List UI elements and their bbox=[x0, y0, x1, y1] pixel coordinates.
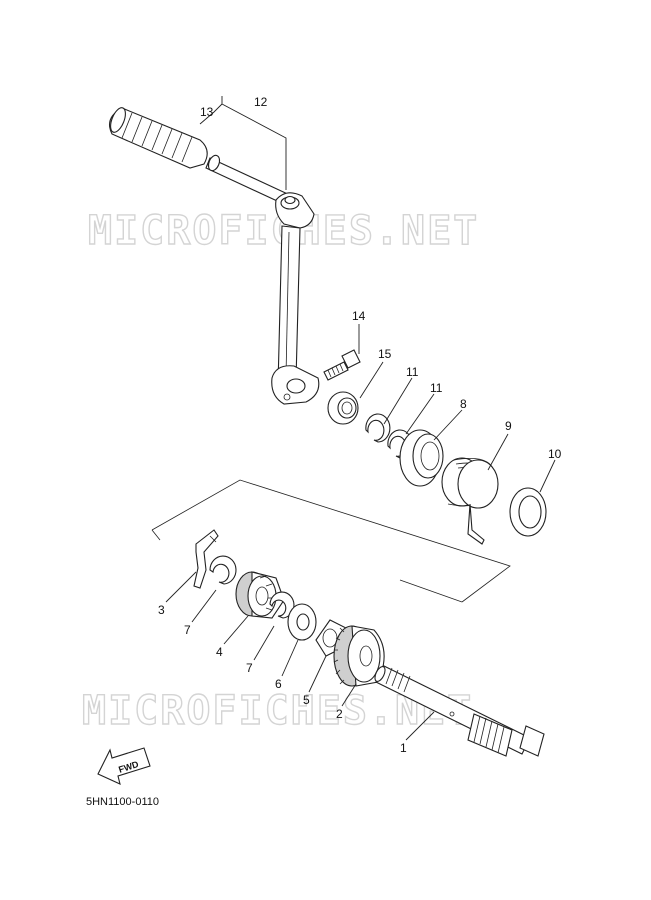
callout-7-right: 7 bbox=[246, 661, 253, 675]
circlip-upper bbox=[365, 413, 391, 443]
callout-13: 13 bbox=[200, 105, 214, 119]
kick-lever bbox=[109, 107, 320, 405]
diagram-code: 5HN1100-0110 bbox=[86, 796, 159, 808]
callout-14: 14 bbox=[352, 309, 366, 323]
kick-gear bbox=[333, 625, 385, 687]
callout-2: 2 bbox=[336, 707, 343, 721]
callout-4: 4 bbox=[216, 645, 223, 659]
bolt bbox=[323, 349, 361, 381]
grip-rubber bbox=[109, 107, 208, 169]
oil-seal bbox=[327, 391, 359, 425]
callout-7-left: 7 bbox=[184, 623, 191, 637]
plain-washer bbox=[287, 603, 317, 641]
callout-15: 15 bbox=[378, 347, 392, 361]
kick-clip bbox=[193, 529, 219, 589]
forward-arrow-icon: FWD bbox=[97, 747, 151, 785]
circlip-left bbox=[209, 555, 237, 585]
callout-1: 1 bbox=[400, 741, 407, 755]
kick-axle bbox=[374, 665, 545, 757]
washer bbox=[509, 487, 547, 537]
callout-12: 12 bbox=[254, 95, 268, 109]
callout-6: 6 bbox=[275, 677, 282, 691]
spring-cover bbox=[399, 429, 444, 487]
callout-3: 3 bbox=[158, 603, 165, 617]
reference-frame bbox=[151, 479, 511, 603]
callout-10: 10 bbox=[548, 447, 562, 461]
callout-11-lower: 11 bbox=[430, 381, 443, 395]
callout-9: 9 bbox=[505, 419, 512, 433]
callout-5: 5 bbox=[303, 693, 310, 707]
callout-11-upper: 11 bbox=[406, 365, 419, 379]
callout-8: 8 bbox=[460, 397, 467, 411]
circlip-right bbox=[269, 591, 295, 619]
torsion-spring bbox=[441, 457, 499, 545]
ratchet-wheel bbox=[235, 571, 285, 619]
